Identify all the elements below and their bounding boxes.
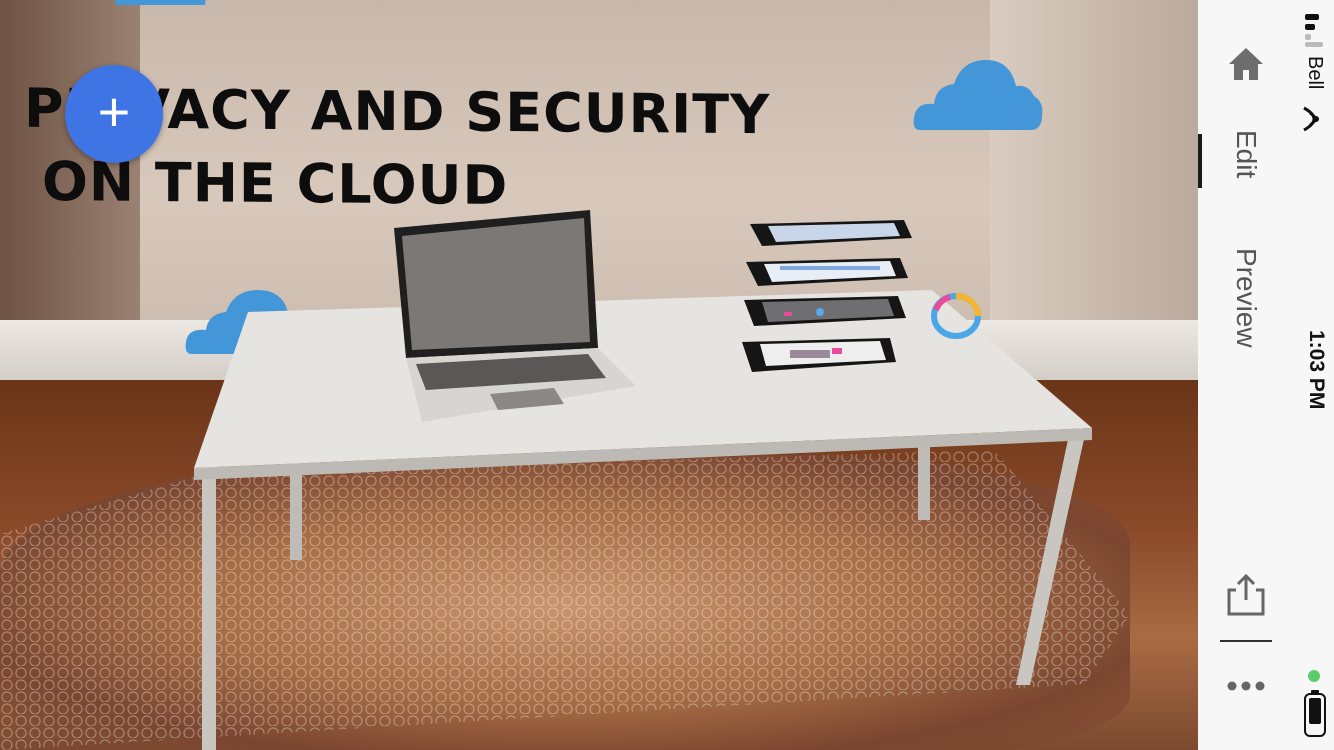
cloud-icon[interactable]	[912, 58, 1044, 132]
edit-tab[interactable]: Edit	[1231, 130, 1262, 179]
table-model[interactable]	[190, 290, 1100, 750]
cloud-icon[interactable]	[110, 0, 210, 10]
right-wall	[990, 0, 1198, 380]
wifi-icon	[1303, 106, 1319, 132]
status-time: 1:03 PM	[1305, 330, 1328, 410]
signal-strength-icon	[1305, 14, 1323, 47]
donut-chart-icon[interactable]	[930, 292, 982, 340]
camera-in-use-indicator	[1308, 670, 1320, 682]
home-icon[interactable]	[1227, 46, 1265, 82]
battery-icon	[1304, 690, 1326, 737]
ar-scene[interactable]: PRIVACY AND SECURITY ON THE CLOUD	[0, 0, 1198, 750]
share-icon[interactable]	[1226, 574, 1266, 616]
toolbar-divider	[1220, 640, 1272, 642]
more-icon[interactable]	[1226, 680, 1266, 692]
plus-icon: +	[97, 80, 131, 143]
edit-selected-indicator	[1198, 134, 1202, 188]
preview-tab[interactable]: Preview	[1231, 248, 1262, 348]
phone-stack-model[interactable]	[740, 218, 916, 376]
carrier-name: Bell	[1304, 56, 1326, 90]
rug	[0, 455, 1130, 750]
laptop-model[interactable]	[392, 208, 638, 426]
add-object-button[interactable]: +	[65, 65, 163, 163]
